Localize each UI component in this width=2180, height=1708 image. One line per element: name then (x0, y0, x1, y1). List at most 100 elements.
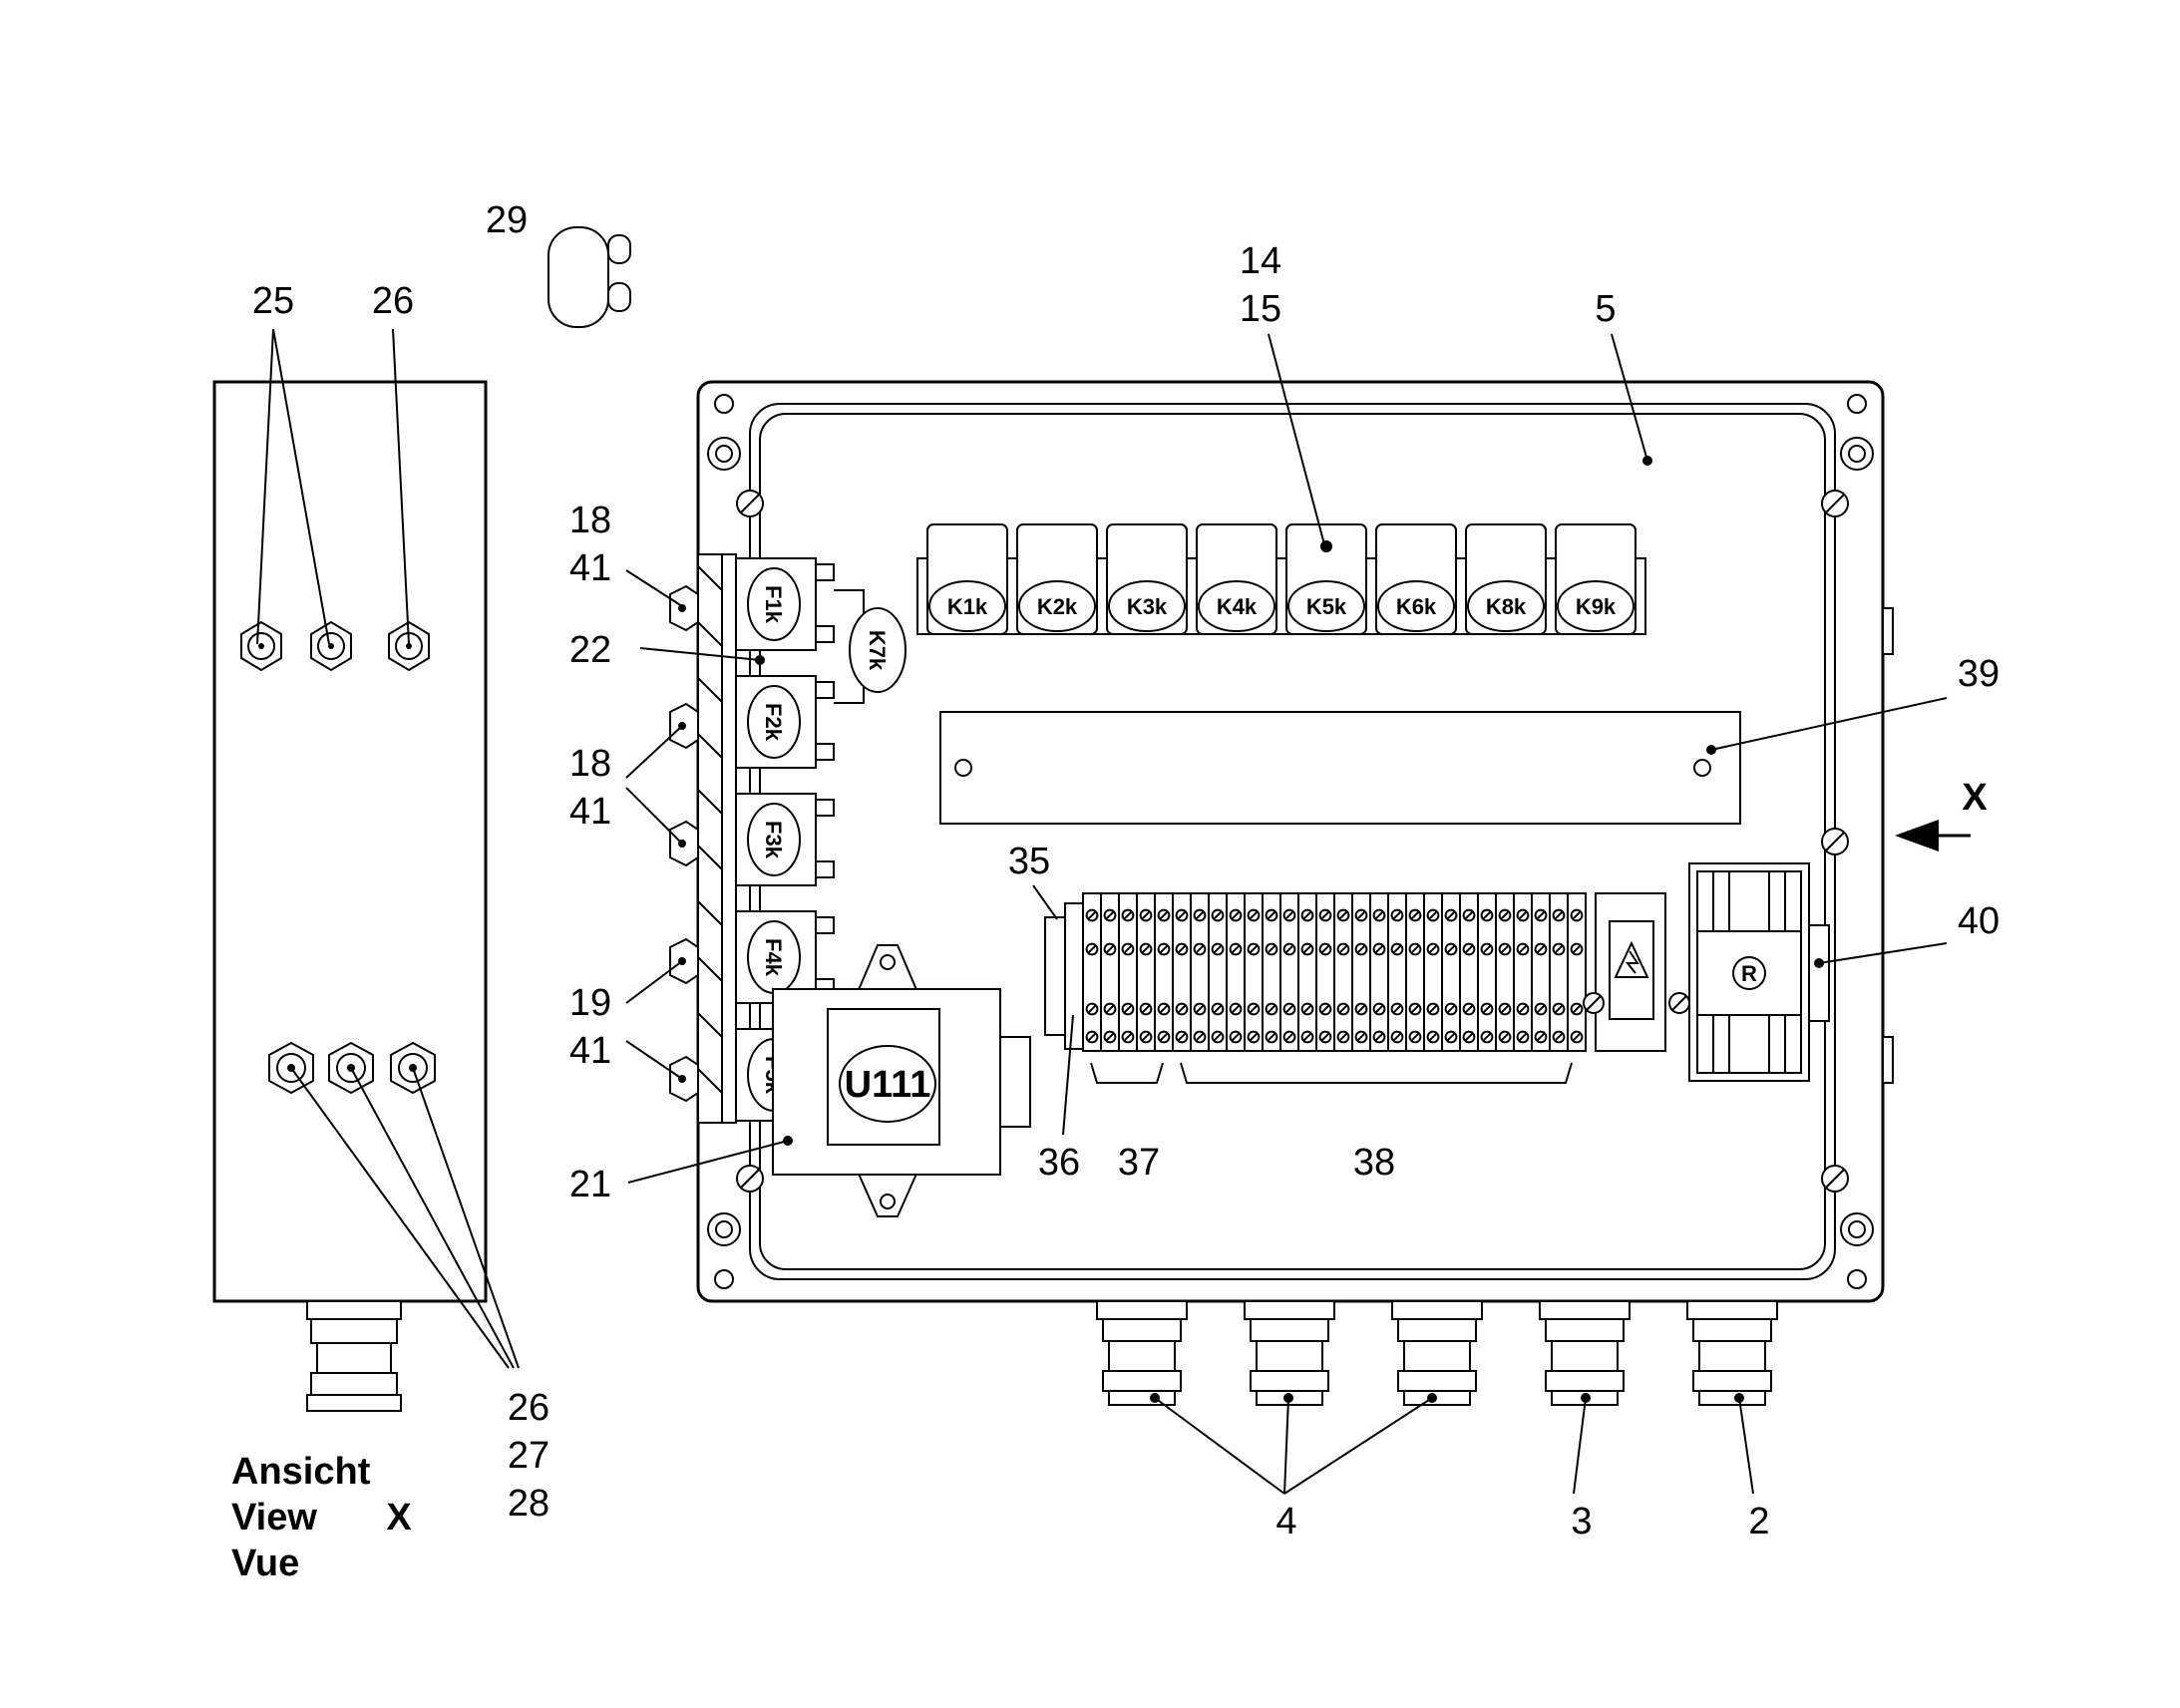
caption-view: View (231, 1497, 317, 1538)
terminal-strip (1405, 892, 1425, 1052)
fuse-label: F2k (761, 703, 786, 742)
callout-numbers: 29 25 26 14 15 5 18 41 22 18 41 19 41 21… (252, 199, 1999, 1542)
callout-27: 27 (508, 1435, 549, 1477)
relay-K9k: K9k (1555, 523, 1636, 635)
fuse-caps (669, 584, 699, 1103)
fuse-F3k: F3k (735, 793, 835, 886)
terminal-block (1044, 892, 1690, 1052)
terminal-strip (1244, 892, 1264, 1052)
relay-label: K8k (1486, 594, 1527, 619)
relay-K5k: K5k (1285, 523, 1367, 635)
relay-label: K4k (1217, 594, 1258, 619)
terminal-strip (1082, 892, 1102, 1052)
callout-29: 29 (486, 199, 528, 241)
terminal-strip (1567, 892, 1587, 1052)
callout-15: 15 (1240, 288, 1281, 330)
callout-41-b: 41 (569, 791, 611, 833)
relay-K1k: K1k (926, 523, 1008, 635)
module-label: U111 (845, 1064, 931, 1106)
terminal-strip (1118, 892, 1138, 1052)
relay-label: K6k (1396, 594, 1437, 619)
side-gland-26 (388, 620, 430, 672)
terminal-strip (1513, 892, 1533, 1052)
terminal-strip (1549, 892, 1569, 1052)
callout-26-bottom: 26 (508, 1387, 549, 1429)
screws (736, 490, 1849, 1193)
callout-37: 37 (1118, 1142, 1160, 1184)
relay-K6k: K6k (1375, 523, 1457, 635)
callout-18-b: 18 (569, 743, 611, 785)
side-view (212, 328, 520, 1412)
terminal-strip (1154, 892, 1174, 1052)
terminal-strip (1226, 892, 1246, 1052)
callout-36: 36 (1038, 1142, 1080, 1184)
gland-4c (1391, 1300, 1483, 1406)
relay-K3k: K3k (1106, 523, 1188, 635)
fuse-F1k: F1k (735, 557, 835, 651)
terminal-strip (1495, 892, 1515, 1052)
callout-41-c: 41 (569, 1030, 611, 1072)
relay-label: K5k (1306, 594, 1347, 619)
callout-14: 14 (1240, 240, 1281, 282)
filter-symbol: R (1741, 961, 1757, 986)
callout-5: 5 (1595, 288, 1616, 330)
side-bottom-cable-gland (306, 1300, 402, 1412)
fuse-F4k: F4k (735, 910, 835, 1004)
cover-plate-39 (939, 711, 1741, 825)
bottom-glands (1096, 1300, 1778, 1406)
gland-3 (1539, 1300, 1631, 1406)
terminal-strip (1315, 892, 1335, 1052)
side-view-panel (212, 380, 488, 1303)
filter-40: R (1688, 862, 1830, 1082)
terminal-strip (1297, 892, 1317, 1052)
relay-K2k: K2k (1016, 523, 1098, 635)
terminal-strip (1423, 892, 1443, 1052)
callout-40: 40 (1958, 900, 1999, 942)
callout-35: 35 (1008, 841, 1050, 882)
callout-19: 19 (569, 982, 611, 1024)
corner-holes (707, 394, 1874, 1289)
relay-label: K7k (865, 630, 890, 671)
terminal-strip (1531, 892, 1551, 1052)
part-29-plug (547, 226, 631, 328)
leader-lines (625, 333, 1971, 1495)
terminal-strip (1459, 892, 1479, 1052)
callout-26-top: 26 (372, 280, 414, 322)
gland-4a (1096, 1300, 1188, 1406)
relay-rail: K1k K2k K3k K4k K5k K6k (916, 523, 1646, 635)
relay-K7k: K7k (834, 589, 907, 704)
terminal-strip (1136, 892, 1156, 1052)
terminal-strip (1279, 892, 1299, 1052)
callout-38: 38 (1353, 1142, 1395, 1184)
relay-label: K1k (947, 594, 988, 619)
side-gland-25b (310, 620, 352, 672)
fuse-label: F4k (761, 938, 786, 977)
fuse-label: F1k (761, 585, 786, 624)
relay-label: K2k (1037, 594, 1078, 619)
terminal-strip (1208, 892, 1228, 1052)
terminal-strip (1369, 892, 1389, 1052)
callout-4: 4 (1275, 1501, 1296, 1542)
callout-3: 3 (1571, 1501, 1592, 1542)
callout-18-a: 18 (569, 500, 611, 541)
callout-28: 28 (508, 1483, 549, 1525)
view-arrow-label: X (1962, 777, 1988, 819)
terminal-strip (1333, 892, 1353, 1052)
relay-label: K9k (1576, 594, 1617, 619)
fuse-F2k: F2k (735, 675, 835, 769)
gland-4b (1244, 1300, 1335, 1406)
terminal-strip (1441, 892, 1461, 1052)
terminal-strip (1100, 892, 1120, 1052)
caption-vue: Vue (231, 1542, 299, 1584)
module-U111: U111 (772, 944, 1031, 1217)
terminal-strip (1262, 892, 1281, 1052)
callout-2: 2 (1748, 1501, 1769, 1542)
caption-ansicht: Ansicht (231, 1451, 371, 1493)
fuse-label: F3k (761, 821, 786, 859)
terminal-strip (1477, 892, 1497, 1052)
callout-22: 22 (569, 629, 611, 671)
relay-K4k: K4k (1196, 523, 1277, 635)
gland-2 (1686, 1300, 1778, 1406)
callout-41-a: 41 (569, 547, 611, 589)
